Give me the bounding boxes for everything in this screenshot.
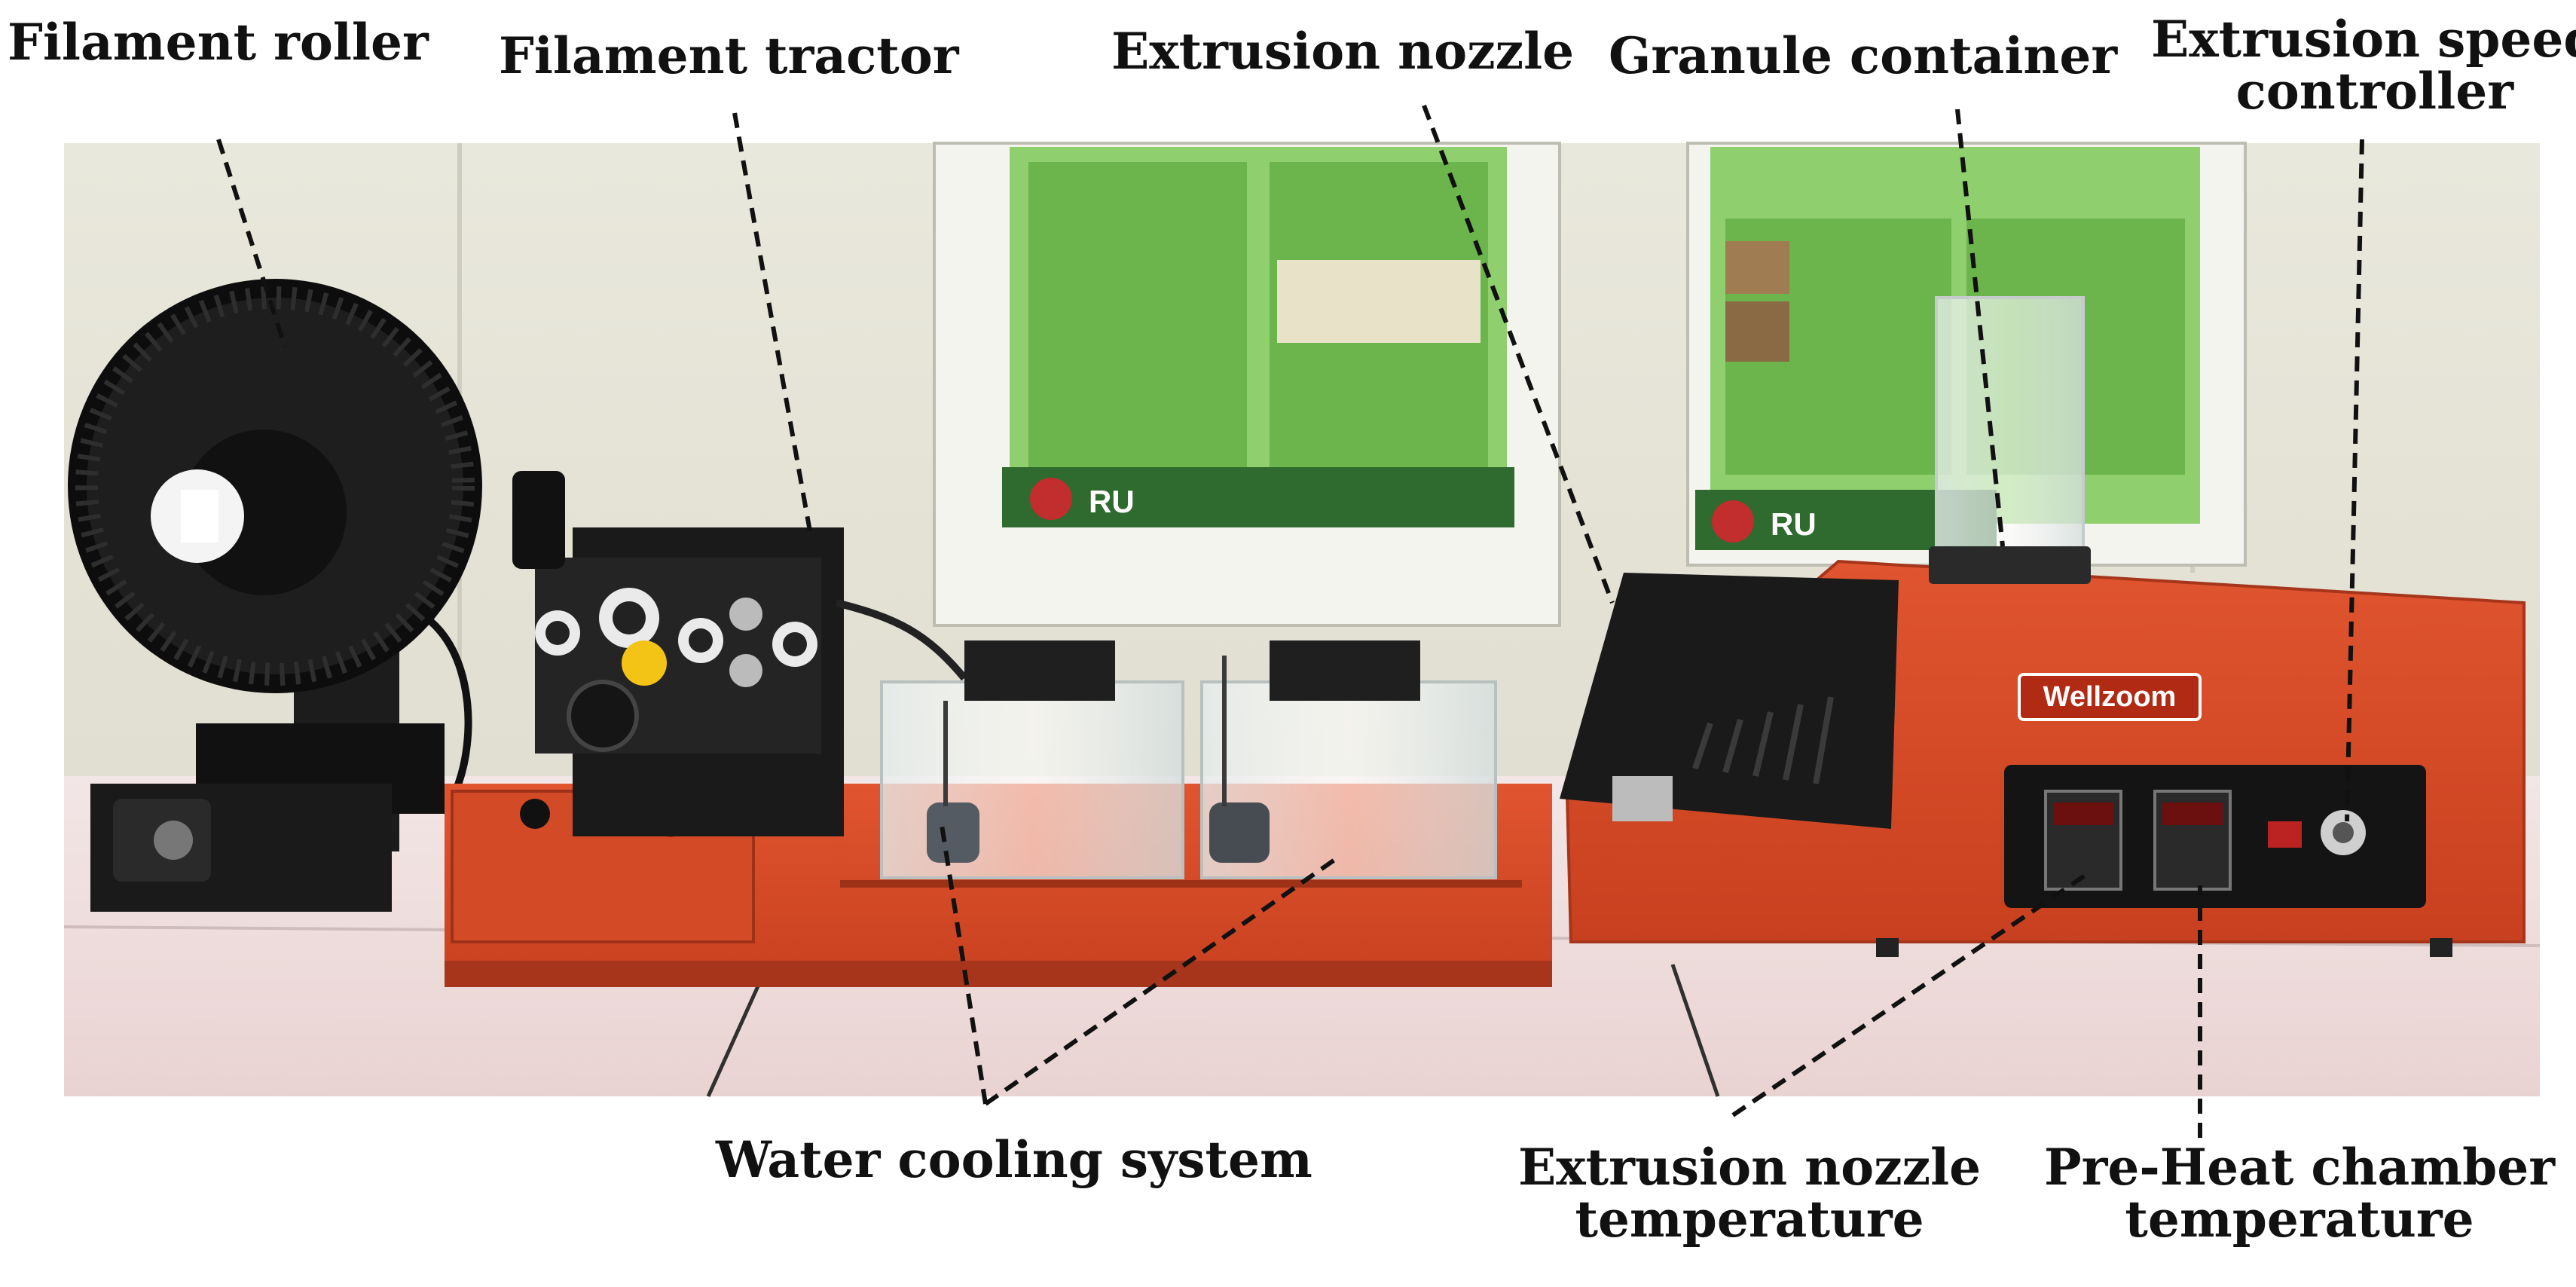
pointer-filament-roller	[216, 139, 287, 347]
label-preheat-chamber-temperature: Pre-Heat chamber temperature	[2044, 1138, 2556, 1249]
wellzoom-brand-text: Wellzoom	[2043, 681, 2177, 713]
label-filament-roller: Filament roller	[8, 13, 429, 72]
pointer-extrusion-nozzle	[1422, 104, 1615, 604]
extruder-device: Wellzoom	[1560, 296, 2526, 957]
label-water-cooling-system: Water cooling system	[716, 1130, 1312, 1189]
poster-logo-right: RU	[1771, 506, 1817, 542]
water-cooling-device	[840, 640, 1522, 888]
wall-poster-left: RU	[933, 142, 1561, 627]
poster-logo-left: RU	[1089, 484, 1135, 519]
pointer-granule-container	[1955, 109, 2005, 547]
filament-roller-device	[68, 279, 482, 912]
pointer-lines	[216, 104, 2364, 1138]
label-granule-container: Granule container	[1609, 26, 2118, 85]
label-extrusion-speed-controller: Extrusion speed controller	[2151, 10, 2576, 121]
label-filament-tractor: Filament tractor	[499, 26, 959, 85]
pointer-extrusion-speed	[2345, 139, 2364, 822]
label-extrusion-nozzle: Extrusion nozzle	[1111, 22, 1575, 81]
filament-tractor-device	[445, 471, 1552, 987]
label-extrusion-nozzle-temperature: Extrusion nozzle temperature	[1518, 1138, 1982, 1249]
